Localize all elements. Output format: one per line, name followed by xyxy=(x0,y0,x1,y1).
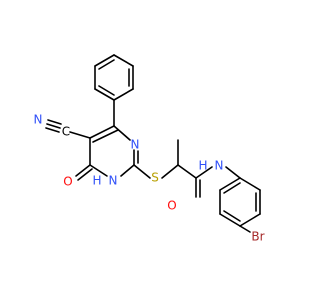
ring-top-nitrogen-label: N xyxy=(131,138,140,152)
nitrile-attach-bond xyxy=(69,131,91,139)
c-br-bond xyxy=(239,225,251,233)
bromophenyl-ring xyxy=(219,177,261,227)
amide-hydrogen-label: H xyxy=(198,159,207,173)
molecule-structure: N C N O N H S N H O Br xyxy=(34,54,265,244)
pyrimidine-ring xyxy=(89,125,139,177)
amide-aryl-bond xyxy=(225,166,241,179)
phenyl-ring xyxy=(94,54,134,101)
ring-carbonyl-bond xyxy=(75,164,91,177)
c2-sulfur-bond xyxy=(133,164,151,179)
bromine-label: Br xyxy=(251,230,264,244)
amide-cn-bond xyxy=(195,166,213,179)
amide-nitrogen-label: N xyxy=(215,159,224,173)
amide-oxygen-label: O xyxy=(167,199,176,213)
ring-oxygen-label: O xyxy=(63,175,72,189)
sulfur-ch-bond xyxy=(161,164,179,179)
sulfur-label: S xyxy=(151,171,159,185)
ring-bottom-hydrogen-label: H xyxy=(92,174,101,188)
nitrile-carbon-label: C xyxy=(62,125,70,139)
nitrile-triple-bond xyxy=(46,123,61,129)
ch-carbonyl-bond xyxy=(177,164,197,179)
nitrile-nitrogen-label: N xyxy=(34,113,43,127)
ring-bottom-nitrogen-label: N xyxy=(109,174,118,188)
